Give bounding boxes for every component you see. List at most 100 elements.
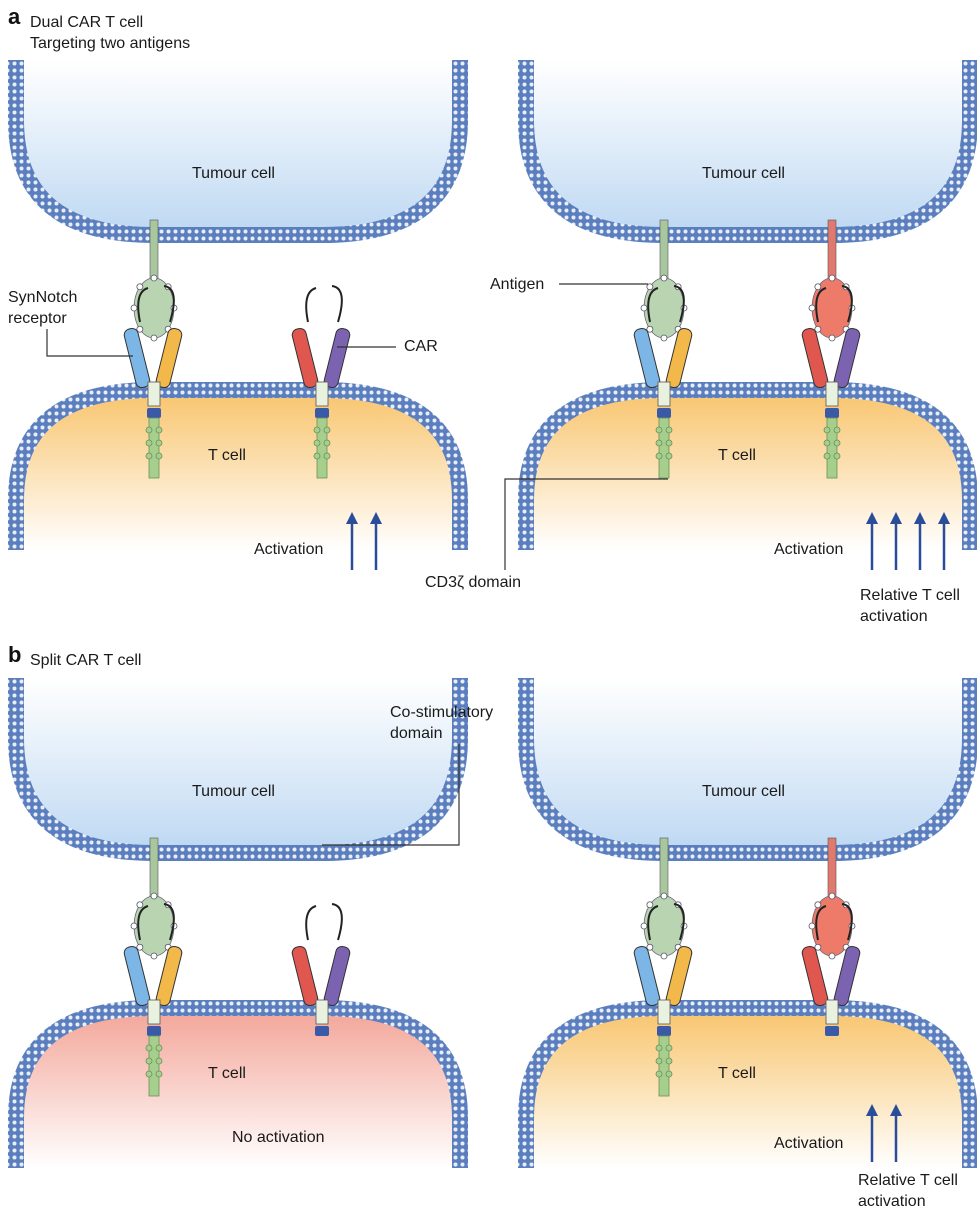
synnotch-antigen-bead	[647, 902, 653, 908]
synnotch-cd3z-bump	[156, 1058, 162, 1064]
no-activation-label: No activation	[232, 1129, 325, 1146]
t-cell-body	[526, 1008, 970, 1168]
car-antigen-bead	[809, 923, 815, 929]
car-antigen-bead	[809, 305, 815, 311]
synnotch-cd3z-bump	[656, 1058, 662, 1064]
panel-a-letter: a	[8, 4, 21, 29]
synnotch-antigen-bead	[661, 953, 667, 959]
car-cd3z-bump	[824, 440, 830, 446]
synnotch-antigen-bead	[151, 335, 157, 341]
synnotch-antigen-bead	[641, 923, 647, 929]
car-linker-a	[306, 288, 316, 322]
synnotch-cd3z-bump	[656, 427, 662, 433]
car-cd3z-bump	[834, 427, 840, 433]
relative-activation-b-line1: Relative T cell	[858, 1172, 958, 1189]
synnotch-cd3z-bump	[146, 440, 152, 446]
synnotch-cd3z-bump	[156, 1045, 162, 1051]
synnotch-cd3z-bump	[156, 1071, 162, 1077]
car-transmembrane	[826, 1000, 838, 1024]
synnotch-antigen-bead	[151, 893, 157, 899]
synnotch-antigen-bead	[647, 284, 653, 290]
car-cd3z-bump	[314, 427, 320, 433]
synnotch-antigen-bead	[641, 305, 647, 311]
synnotch-antigen-bead	[131, 305, 137, 311]
synnotch-cd3z-bump	[656, 453, 662, 459]
synnotch-antigen-bead	[661, 335, 667, 341]
synnotch-cd3z-bump	[666, 440, 672, 446]
relative-activation-a-line1: Relative T cell	[860, 587, 960, 604]
antigen-label: Antigen	[490, 276, 544, 293]
car-costim-domain	[315, 408, 329, 418]
synnotch-cd3z-bump	[656, 440, 662, 446]
car-cd3z-bump	[324, 427, 330, 433]
car-cd3z-bump	[834, 453, 840, 459]
synnotch-antigen-bead	[131, 923, 137, 929]
activation-label: Activation	[774, 1135, 843, 1152]
car-costim-domain	[315, 1026, 329, 1036]
synnotch-cd3z-bump	[146, 1058, 152, 1064]
car-antigen-stalk	[828, 838, 836, 898]
synnotch-antigen-bead	[151, 953, 157, 959]
activation-label: Activation	[254, 541, 323, 558]
car-domain-b	[323, 945, 351, 1007]
car-antigen-bead	[829, 953, 835, 959]
car-cd3z-bump	[834, 440, 840, 446]
synnotch-antigen-stalk	[660, 220, 668, 280]
car-antigen-stalk	[828, 220, 836, 280]
costim-label-line1: Co-stimulatory	[390, 704, 493, 721]
activation-label: Activation	[774, 541, 843, 558]
car-transmembrane	[316, 1000, 328, 1024]
t-cell-body	[526, 390, 970, 550]
costim-label-line2: domain	[390, 725, 442, 742]
synnotch-cd3z-bump	[666, 427, 672, 433]
tumour-cell-label: Tumour cell	[702, 165, 785, 182]
car-antigen-bead	[815, 902, 821, 908]
synnotch-antigen-stalk	[150, 220, 158, 280]
car-label: CAR	[404, 338, 438, 355]
synnotch-antigen-bead	[137, 902, 143, 908]
synnotch-cd3z-bump	[156, 453, 162, 459]
car-antigen-bead	[829, 335, 835, 341]
t-cell-label: T cell	[208, 1065, 246, 1082]
synnotch-transmembrane	[148, 382, 160, 406]
car-cd3z-bump	[824, 427, 830, 433]
car-domain-b	[323, 327, 351, 389]
synnotch-transmembrane	[148, 1000, 160, 1024]
car-transmembrane	[316, 382, 328, 406]
tumour-cell-body	[16, 60, 460, 235]
synnotch-antigen-stalk	[150, 838, 158, 898]
synnotch-transmembrane	[658, 1000, 670, 1024]
cd3z-label: CD3ζ domain	[425, 574, 521, 591]
tumour-cell-label: Tumour cell	[702, 783, 785, 800]
car-linker-b	[332, 286, 342, 322]
synnotch-transmembrane	[658, 382, 670, 406]
tumour-cell-label: Tumour cell	[192, 165, 275, 182]
synnotch-cd3z-bump	[156, 427, 162, 433]
panel-a-title-line2: Targeting two antigens	[30, 35, 190, 52]
t-cell-label: T cell	[718, 447, 756, 464]
t-cell-label: T cell	[718, 1065, 756, 1082]
synnotch-label-line1: SynNotch	[8, 289, 77, 306]
synnotch-cd3z-bump	[666, 453, 672, 459]
synnotch-antigen-bead	[151, 275, 157, 281]
synnotch-costim-domain	[657, 408, 671, 418]
synnotch-antigen-bead	[661, 893, 667, 899]
car-domain-a	[291, 945, 319, 1007]
synnotch-costim-domain	[657, 1026, 671, 1036]
car-costim-domain	[825, 408, 839, 418]
synnotch-cd3z-bump	[146, 427, 152, 433]
synnotch-costim-domain	[147, 1026, 161, 1036]
tumour-cell-body	[526, 678, 970, 853]
panel-b-letter: b	[8, 642, 21, 667]
synnotch-label-line2: receptor	[8, 310, 67, 327]
panel-a-title-line1: Dual CAR T cell	[30, 14, 143, 31]
car-linker-a	[306, 906, 316, 940]
scene-a-right: Tumour cell T cellActivation	[526, 60, 970, 570]
car-antigen-bead	[829, 893, 835, 899]
synnotch-antigen-stalk	[660, 838, 668, 898]
synnotch-costim-domain	[147, 408, 161, 418]
